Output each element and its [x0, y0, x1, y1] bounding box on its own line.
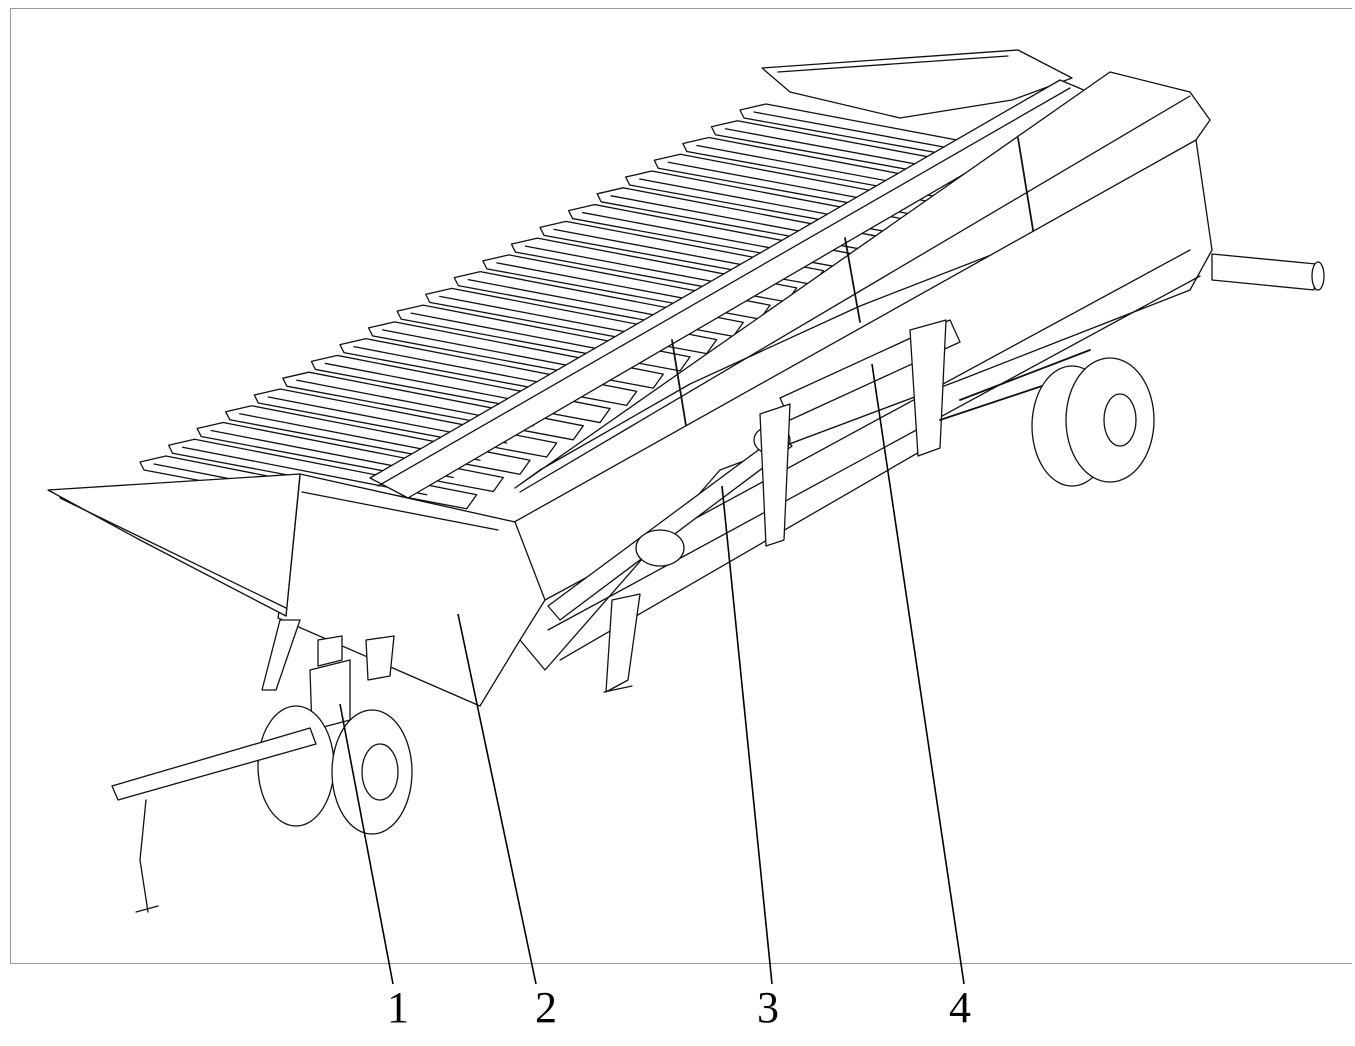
callout-1: 1 — [387, 983, 409, 1032]
leader-lines — [339, 363, 965, 985]
callout-3: 3 — [757, 983, 779, 1032]
crop-divider-edge — [667, 161, 881, 203]
support-legs — [261, 593, 641, 693]
leader-line-3 — [721, 485, 773, 985]
rear-side-guard — [761, 49, 1073, 119]
leader-line-1 — [339, 703, 394, 985]
crop-divider-edge — [753, 111, 961, 151]
crop-divider-edge — [610, 195, 828, 237]
crop-divider-edge — [724, 128, 934, 168]
callout-4: 4 — [949, 983, 971, 1032]
crop-dividers — [139, 103, 1011, 527]
crop-divider-edge — [581, 211, 801, 255]
crop-divider-edge — [524, 245, 748, 289]
crop-divider-edge — [639, 178, 854, 220]
callout-2: 2 — [535, 983, 557, 1032]
rear-hitch — [1211, 253, 1325, 291]
crop-divider-edge — [553, 228, 774, 272]
figure-frame — [10, 8, 1352, 964]
leader-line-4 — [871, 363, 965, 985]
rear-transport-wheel — [939, 349, 1155, 487]
front-side-panel — [47, 473, 546, 707]
front-transport-wheels — [111, 635, 413, 913]
cutter-bar — [759, 319, 961, 547]
leader-line-2 — [457, 613, 537, 985]
crop-divider-edge — [696, 144, 908, 186]
